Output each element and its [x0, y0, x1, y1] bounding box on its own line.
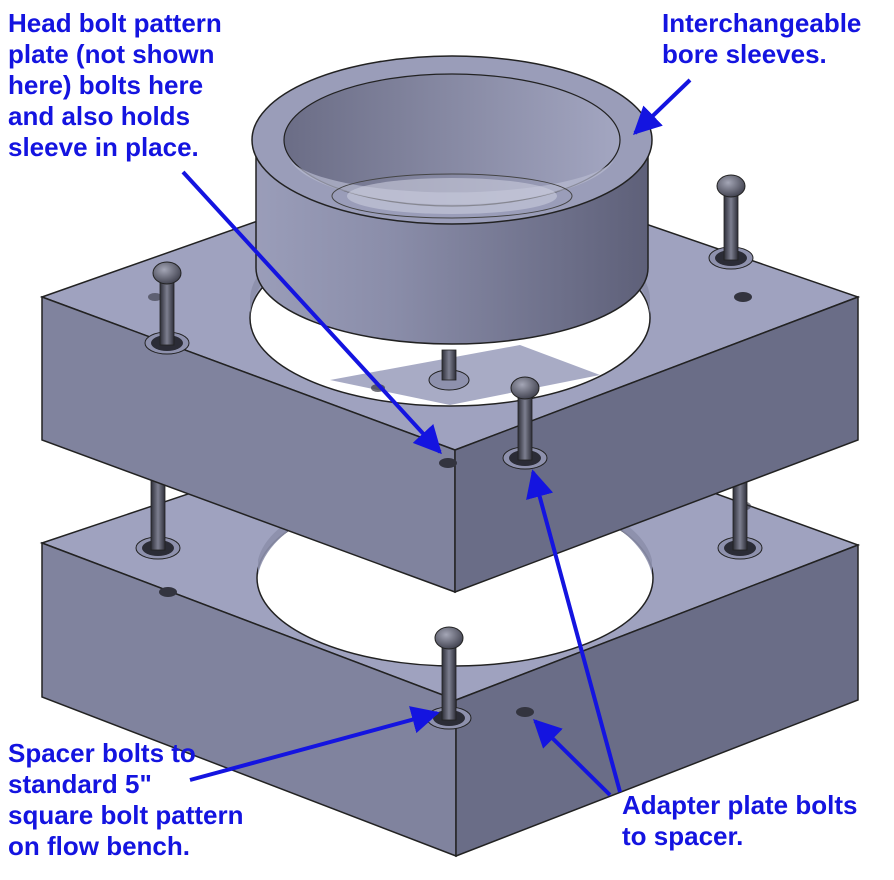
callout-arrows — [181, 78, 692, 797]
bore-sleeve — [251, 55, 653, 345]
adapter-small-hole — [734, 292, 752, 302]
adapter-bolt-hole — [516, 707, 534, 717]
callout-spacer-bolts: Spacer bolts to standard 5" square bolt … — [8, 738, 244, 861]
callout-bore-sleeves: Interchangeable bore sleeves. — [662, 8, 862, 69]
adapter-small-hole — [148, 293, 162, 301]
callout-adapter-bolts: Adapter plate bolts to spacer. — [622, 790, 858, 851]
spacer-bolt — [428, 349, 470, 391]
head-bolt-hole — [439, 458, 457, 468]
callout-head-bolt: Head bolt pattern plate (not shown here)… — [8, 8, 222, 162]
adapter-bolt — [708, 174, 754, 270]
arrow-adapter-to-hole — [533, 719, 612, 797]
arrow-bore-sleeves — [632, 78, 692, 135]
adapter-bolt — [144, 261, 190, 355]
arrow-adapter-to-bolt — [526, 469, 622, 793]
arrow-spacer-bolts — [189, 706, 440, 782]
spacer-small-hole — [159, 587, 177, 597]
arrow-head-bolt — [181, 170, 442, 455]
adapter-bolt — [502, 376, 548, 470]
